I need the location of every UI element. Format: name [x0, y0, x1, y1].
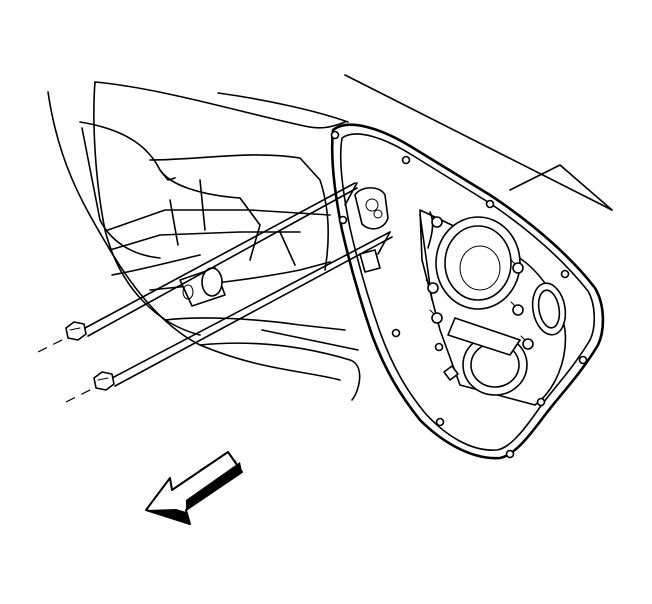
front-direction-arrow: [145, 451, 243, 525]
module-bolt: [401, 155, 411, 165]
module-bolt: [434, 342, 444, 352]
leader-line-upper: [37, 335, 71, 353]
module-bolts: [330, 130, 588, 459]
module-bolt: [505, 449, 515, 459]
module-bolt: [330, 130, 340, 140]
module-bolt: [510, 301, 524, 316]
leader-line-lower: [65, 385, 99, 403]
module-bolt: [578, 355, 588, 365]
mounting-stud-lower: [111, 231, 393, 387]
speaker-opening: [435, 216, 521, 310]
module-bolt: [560, 269, 570, 279]
module-bolt: [391, 328, 401, 338]
module-bolt: [536, 397, 546, 407]
module-bolt: [338, 215, 348, 225]
module-bolt: [510, 259, 524, 274]
module-bolt: [485, 199, 495, 209]
module-bolt: [520, 335, 534, 350]
module-bolt: [425, 279, 439, 294]
window-regulator-module-panel: [330, 123, 605, 460]
module-bolt: [429, 309, 443, 324]
module-bolt: [435, 417, 445, 427]
mounting-nut: [93, 371, 115, 391]
module-bolt: [429, 213, 443, 228]
mounting-stud-upper: [84, 182, 358, 337]
mounting-nut: [65, 321, 87, 341]
